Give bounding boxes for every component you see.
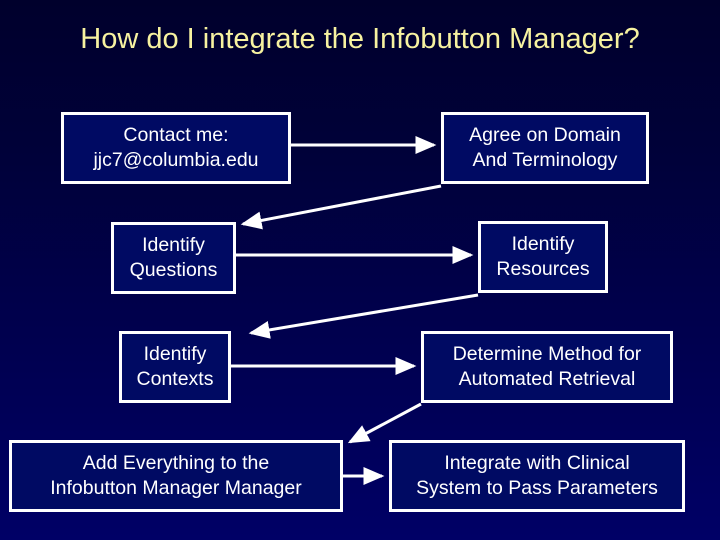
node-contact-line1: Contact me: [123,124,229,146]
node-contexts-line1: Identify [143,343,207,365]
node-determine-line2: Automated Retrieval [458,368,636,390]
node-contact-line2: jjc7@columbia.edu [93,149,259,171]
node-agree-line2: And Terminology [472,149,618,171]
node-determine-line1: Determine Method for [452,343,642,365]
node-contexts-line2: Contexts [136,368,214,390]
node-identify-contexts[interactable]: Identify Contexts [119,331,231,403]
node-resources-line1: Identify [511,233,575,255]
node-identify-resources[interactable]: Identify Resources [478,221,608,293]
node-contact-me[interactable]: Contact me: jjc7@columbia.edu [61,112,291,184]
node-identify-questions[interactable]: Identify Questions [111,222,236,294]
page-title: How do I integrate the Infobutton Manage… [80,23,640,55]
node-integrate-clinical-system[interactable]: Integrate with Clinical System to Pass P… [389,440,685,512]
node-integrate-line1: Integrate with Clinical [444,452,630,474]
node-questions-line1: Identify [142,234,205,256]
node-add-line1: Add Everything to the [82,452,270,474]
node-determine-method[interactable]: Determine Method for Automated Retrieval [421,331,673,403]
node-add-everything[interactable]: Add Everything to the Infobutton Manager… [9,440,343,512]
node-questions-line2: Questions [129,259,218,281]
node-agree-on-domain[interactable]: Agree on Domain And Terminology [441,112,649,184]
connector-resources-to-contexts [248,293,479,339]
node-resources-line2: Resources [496,258,590,280]
node-integrate-line2: System to Pass Parameters [416,477,658,499]
node-add-line2: Infobutton Manager Manager [50,477,302,499]
connector-agree-to-questions [240,184,442,230]
connector-determine-to-add [347,402,422,444]
node-agree-line1: Agree on Domain [469,124,621,146]
